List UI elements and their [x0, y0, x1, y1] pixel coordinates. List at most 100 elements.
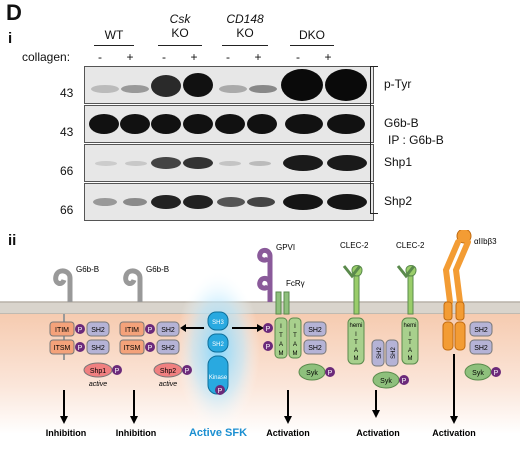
blot-band — [217, 197, 245, 207]
phospho-label: P — [266, 326, 271, 333]
phospho-label: P — [78, 327, 83, 334]
itam-letter: A — [408, 348, 412, 354]
lane-sign: - — [98, 50, 102, 64]
sfk-domain-label: SH3 — [212, 320, 224, 326]
clec2-hemitam — [401, 317, 419, 365]
itam-letter: M — [279, 351, 284, 357]
sh2-label: SH2 — [308, 345, 322, 352]
arrow-head — [130, 416, 138, 424]
subpanel-ii-label: ii — [8, 232, 17, 249]
phospho-label: P — [328, 370, 333, 377]
itam-letter: T — [279, 333, 283, 339]
syk-label: Syk — [306, 370, 318, 377]
group-underline-csk-ko — [158, 45, 202, 46]
sfk-domain-label: Kinase — [209, 375, 228, 381]
sfk-domain-label: SH2 — [212, 342, 224, 348]
sh2-label: SH2 — [474, 345, 488, 352]
clec2-stalk — [353, 275, 360, 315]
active-label: active — [89, 381, 107, 388]
itam-letter: M — [354, 356, 359, 362]
lane-sign: + — [126, 50, 134, 64]
sh2-label: SH2 — [91, 345, 105, 352]
collagen-label: collagen: — [22, 50, 71, 64]
blot-band — [327, 114, 365, 134]
integrin-tail — [454, 321, 466, 351]
blot-band — [183, 157, 213, 169]
itam-letter: T — [293, 333, 297, 339]
signaling-diagram: G6b-B I T I M ITSM P P SH2 SH2 Shp1 P activ… — [0, 230, 520, 439]
clec2-label: CLEC-2 — [340, 241, 369, 250]
phospho-icon — [75, 342, 85, 352]
itsm-box — [49, 339, 75, 355]
blot-band — [183, 73, 213, 97]
blot-row-label: Shp2 — [384, 194, 413, 208]
hemi-label: hemi — [403, 323, 416, 329]
sh2-domain — [156, 339, 180, 355]
sh2-domain — [469, 339, 493, 355]
blot-band — [183, 195, 213, 209]
outcome-label: Inhibition — [46, 428, 87, 438]
blot-band — [183, 114, 213, 134]
blot-band — [247, 197, 275, 207]
sfk-sh3-domain — [207, 311, 229, 331]
lane-sign: - — [226, 50, 230, 64]
membrane — [0, 302, 520, 314]
blot-band — [327, 194, 367, 210]
itam-letter: M — [293, 351, 298, 357]
itim-box — [119, 321, 145, 337]
group-underline-cd148-ko — [222, 45, 268, 46]
arrow-head — [60, 416, 68, 424]
blot-band — [281, 69, 323, 101]
fcr-itam — [274, 317, 288, 359]
blot-row-label: G6b-B — [384, 116, 419, 130]
phospho-label: P — [402, 378, 407, 385]
lane-sign: - — [296, 50, 300, 64]
blot-row-label: Shp1 — [384, 155, 413, 169]
itam-letter: I — [355, 332, 357, 338]
sh2-domain — [156, 321, 180, 337]
g6bb-label: G6b-B — [146, 265, 169, 274]
ip-bracket — [370, 66, 371, 214]
shp1-label: Shp1 — [90, 368, 106, 375]
phospho-icon — [145, 324, 155, 334]
arrow-head — [450, 416, 458, 424]
itam-letter: A — [354, 348, 358, 354]
phospho-icon — [399, 375, 409, 385]
phospho-label: P — [494, 370, 499, 377]
blot-strip-g6bb — [84, 105, 374, 143]
itsm-label: ITSM — [54, 345, 71, 352]
phospho-icon — [182, 365, 192, 375]
blot-band — [249, 85, 277, 93]
blot-strip-shp1 — [84, 144, 374, 182]
blot-row-label: p-Tyr — [384, 77, 412, 91]
mw-marker: 43 — [60, 86, 74, 100]
blot-band — [219, 161, 241, 166]
fcr-itam — [288, 317, 302, 359]
sh2-label: SH2 — [308, 327, 322, 334]
blot-band — [151, 114, 181, 134]
sh2-label: SH2 — [91, 327, 105, 334]
g6bb-label: G6b-B — [76, 265, 99, 274]
itsm-box — [119, 339, 145, 355]
g6bb-receptor-2 — [123, 268, 143, 302]
phospho-label: P — [115, 368, 120, 375]
outcome-label: Activation — [356, 428, 400, 438]
itam-letter: I — [409, 332, 411, 338]
sh2-domain — [303, 321, 327, 337]
blot-band — [219, 85, 247, 93]
lane-sign: - — [162, 50, 166, 64]
blot-band — [285, 114, 323, 134]
phospho-icon — [215, 385, 225, 395]
blot-band — [120, 114, 150, 134]
outcome-label: Activation — [432, 428, 476, 438]
blot-band — [91, 85, 119, 93]
phospho-label: P — [78, 345, 83, 352]
syk-label: Syk — [380, 378, 392, 385]
blot-strip-shp2 — [84, 183, 374, 221]
itam-letter: M — [408, 356, 413, 362]
phospho-label: P — [218, 388, 223, 395]
integrin-alpha-leg — [442, 239, 461, 305]
phospho-icon — [263, 323, 273, 333]
syk-label: Syk — [472, 370, 484, 377]
